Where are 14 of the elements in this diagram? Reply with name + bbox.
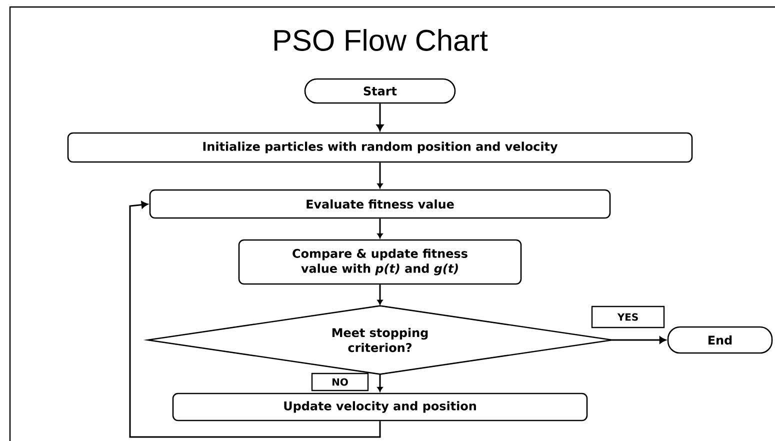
process-box: Evaluate fitness value bbox=[149, 189, 611, 219]
title: PSO Flow Chart bbox=[274, 29, 488, 51]
arrow bbox=[376, 104, 384, 131]
process-box: Compare & update fitness value with p(t) and g(t) bbox=[238, 239, 522, 285]
edge-label: YES bbox=[591, 306, 665, 328]
arrow bbox=[377, 218, 383, 238]
process-box: Initialize particles with random position and velocity bbox=[67, 132, 693, 163]
process-box: Update velocity and position bbox=[172, 392, 588, 422]
arrow bbox=[377, 284, 383, 305]
arrow bbox=[129, 201, 381, 438]
arrow bbox=[377, 374, 383, 392]
arrow bbox=[377, 162, 383, 188]
arrow bbox=[612, 336, 666, 344]
edge-label: NO bbox=[311, 372, 369, 392]
